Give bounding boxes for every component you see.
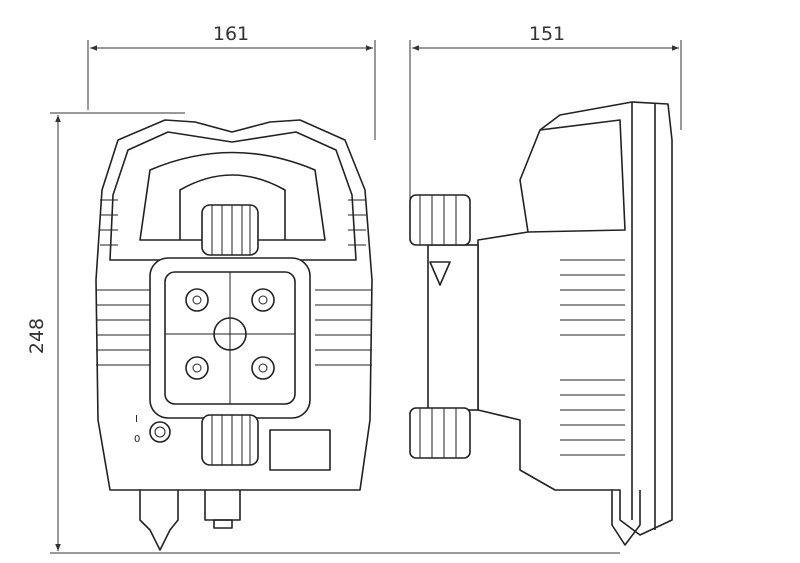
pump-side-view — [409, 101, 673, 546]
dimension-label-248: 248 — [26, 318, 48, 354]
pump-front-view: I 0 — [95, 119, 373, 551]
switch-off-label: 0 — [134, 434, 140, 445]
dimension-width-front: 161 — [87, 23, 376, 140]
power-switch — [149, 421, 171, 443]
switch-on-label: I — [135, 414, 138, 425]
dimension-label-151: 151 — [529, 23, 565, 45]
dimension-height: 248 — [26, 112, 620, 554]
dimension-width-side: 151 — [409, 23, 682, 200]
dimension-label-161: 161 — [213, 23, 249, 45]
